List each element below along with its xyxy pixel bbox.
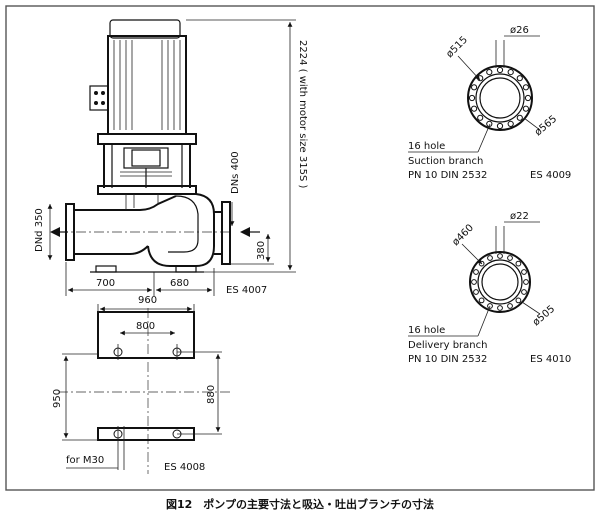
delivery-hole-count-label: 16 hole [408, 325, 445, 336]
delivery-bolt-circle-label: ø460 [450, 223, 476, 249]
pump-casing [58, 193, 232, 273]
dim-700-label: 700 [96, 278, 115, 289]
motor [89, 19, 197, 145]
bolt-note-label: for M30 [66, 455, 104, 466]
dim-960-label: 960 [138, 295, 157, 306]
drawing-no-es4008: ES 4008 [164, 462, 205, 473]
elevation-dimensions [47, 19, 296, 296]
pump-base-view: 960 800 950 880 for M30 ES 4008 [52, 295, 232, 474]
dn-outlet-label: DNs 400 [230, 151, 241, 194]
dim-880-label: 880 [206, 385, 217, 404]
suction-standard-label: PN 10 DIN 2532 [408, 170, 487, 181]
dim-height-label: 2224 ( with motor size 315S ) [297, 40, 308, 188]
drawing-no-es4010: ES 4010 [530, 354, 571, 365]
dn-inlet-label: DNd 350 [34, 208, 45, 252]
suction-outer-dia-label: ø565 [533, 114, 559, 139]
delivery-outer-dia-label: ø505 [531, 304, 557, 329]
suction-hole-dia-label: ø26 [510, 25, 529, 36]
delivery-branch-label: Delivery branch [408, 340, 487, 351]
delivery-standard-label: PN 10 DIN 2532 [408, 354, 487, 365]
delivery-flange-view: ø22 ø460 ø505 16 hole Delivery branch PN… [408, 211, 571, 365]
suction-hole-count-label: 16 hole [408, 141, 445, 152]
coupling-lantern [97, 144, 197, 195]
figure-caption: 図12 ポンプの主要寸法と吸込・吐出ブランチの寸法 [166, 497, 434, 511]
pump-elevation-view: 700 680 DNd 350 DNs 400 380 2224 ( with … [34, 19, 308, 296]
suction-branch-label: Suction branch [408, 156, 483, 167]
dim-800-label: 800 [136, 321, 155, 332]
drawing-no-es4009: ES 4009 [530, 170, 571, 181]
suction-bolt-circle-label: ø515 [444, 35, 470, 61]
delivery-hole-dia-label: ø22 [510, 211, 529, 222]
dim-950-label: 950 [52, 389, 63, 408]
suction-flange-view: ø26 ø515 ø565 16 hole Suction branch PN … [408, 25, 571, 181]
flow-arrow-icon [50, 227, 260, 237]
dim-680-label: 680 [170, 278, 189, 289]
dim-380-label: 380 [256, 241, 267, 260]
drawing-no-es4007: ES 4007 [226, 285, 267, 296]
drawing-border [5, 5, 595, 491]
